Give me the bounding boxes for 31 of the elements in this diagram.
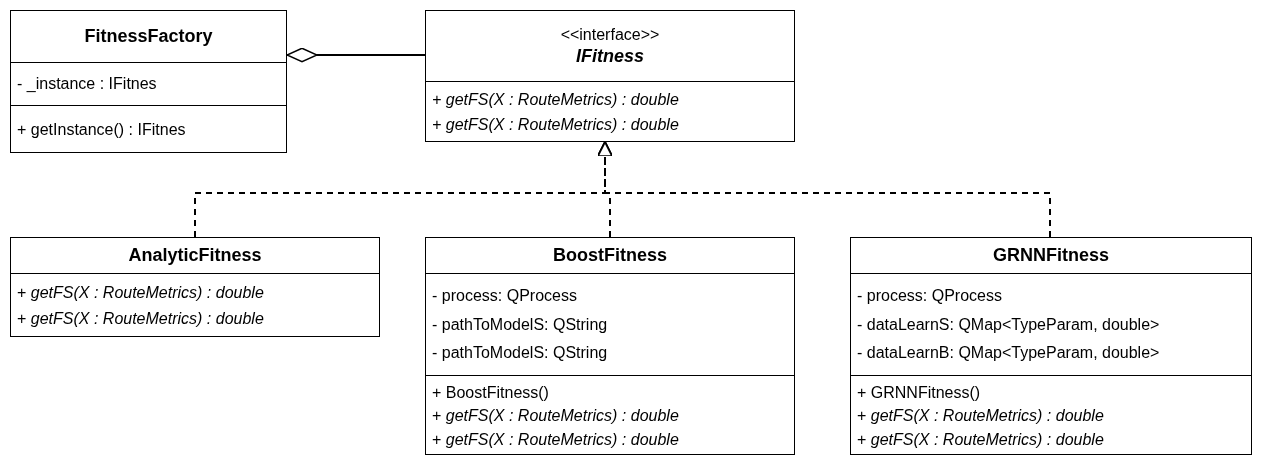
member-text: + getFS(X : RouteMetrics) : double bbox=[432, 116, 680, 134]
realization-arrow bbox=[597, 141, 1051, 238]
member-text: + getInstance() : IFitnes bbox=[17, 121, 187, 139]
class-name: IFitness bbox=[576, 45, 644, 67]
class-box bbox=[850, 237, 1252, 455]
member-text: + getFS(X : RouteMetrics) : double bbox=[857, 430, 1105, 449]
member-text: - pathToModelS: QString bbox=[432, 315, 609, 334]
class-box bbox=[425, 10, 795, 142]
member-text: + getFS(X : RouteMetrics) : double bbox=[17, 284, 265, 302]
class-name: BoostFitness bbox=[553, 245, 667, 266]
member-text: + getFS(X : RouteMetrics) : double bbox=[432, 91, 680, 109]
member-text: - dataLearnB: QMap<TypeParam, double> bbox=[857, 344, 1161, 363]
member-text: + getFS(X : RouteMetrics) : double bbox=[17, 310, 265, 328]
member-text: - dataLearnS: QMap<TypeParam, double> bbox=[857, 315, 1161, 334]
member-text: + getFS(X : RouteMetrics) : double bbox=[432, 430, 680, 449]
member-text: - process: QProcess bbox=[857, 286, 1003, 305]
aggregation-connector bbox=[286, 47, 426, 63]
member-text: - process: QProcess bbox=[432, 286, 578, 305]
class-box bbox=[10, 237, 380, 337]
member-text: + GRNNFitness() bbox=[857, 383, 982, 402]
member-text: + BoostFitness() bbox=[432, 383, 550, 402]
stereotype-text: <<interface>> bbox=[560, 25, 660, 44]
class-name: AnalyticFitness bbox=[128, 245, 262, 266]
member-text: + getFS(X : RouteMetrics) : double bbox=[857, 407, 1105, 425]
class-box bbox=[10, 10, 287, 153]
member-text: + getFS(X : RouteMetrics) : double bbox=[432, 407, 680, 425]
class-name: FitnessFactory bbox=[84, 26, 213, 47]
member-text: - _instance : IFitnes bbox=[17, 75, 158, 93]
class-name: GRNNFitness bbox=[993, 245, 1109, 266]
member-text: - pathToModelS: QString bbox=[432, 344, 609, 363]
class-box bbox=[425, 237, 795, 455]
